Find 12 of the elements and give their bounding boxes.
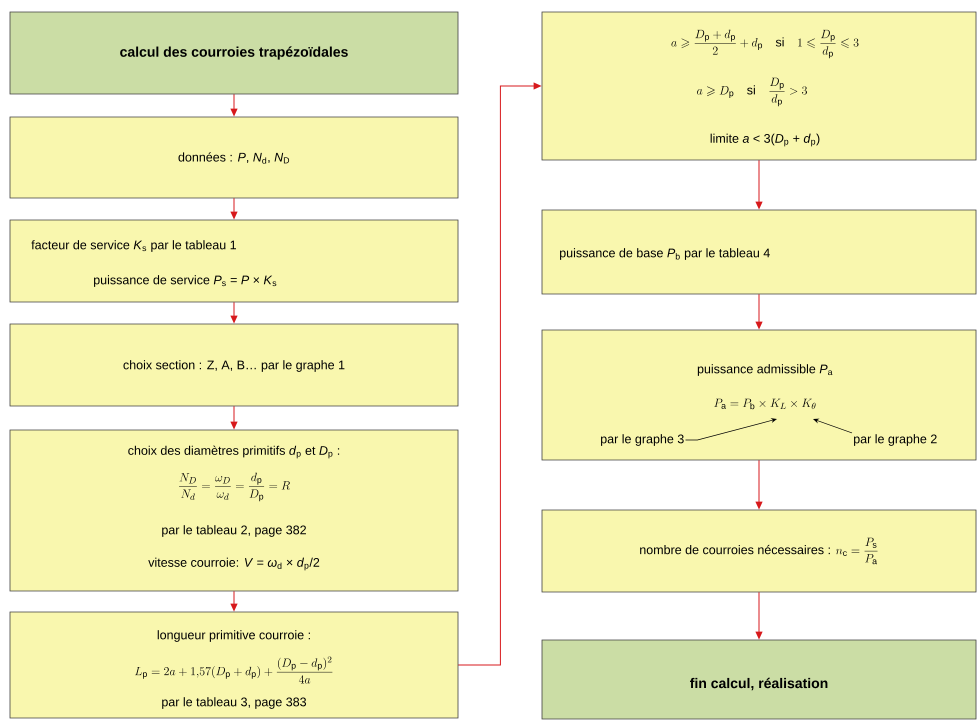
process-box: puissance de base P$_{b}$ par le tableau 4: [542, 210, 976, 294]
process-box: choix des diamètres primitifs d$_{p}$ et D$_{p}$ : $\frac{N_D}{N_d}=\frac{\omega_D}{\omega_d}=\frac{d_\mathrm{p}}{D_\mathrm{p}}=R$ par le tableau 2, page 382 vitesse courroie: V = ω$_{d}$ × d$_{p}$/2: [10, 430, 458, 592]
process-box: $\text{nombre de courroies nécessaires : }n_\mathrm{c}=\frac{P_\mathrm{s}}{P_\mathrm{a}}$: [542, 510, 976, 592]
process-box: facteur de service K$_{s}$ par le tableau 1 puissance de service P$_{s}$ = P × K$_{s}$: [10, 220, 458, 302]
process-box: choix section : Z, A, B… par le graphe 1: [10, 324, 458, 406]
title-box: calcul des courroies trapézoïdales: [10, 12, 458, 94]
process-box: longueur primitive courroie : $L_\mathrm{p}=2a+1{,}57(D_\mathrm{p}+d_\mathrm{p})+\frac{(D_\mathrm{p}-d_\mathrm{p})^2}{4a}$ par le tableau 3, page 383: [10, 612, 458, 718]
process-box: $a\geqslant\frac{D_\mathrm{p}+d_\mathrm{p}}{2}+d_\mathrm{p}\quad\text{si}\quad 1\leqslant\frac{D_\mathrm{p}}{d_\mathrm{p}}\leqslant 3$ $a\geqslant D_\mathrm{p}\quad\text{si}\quad\frac{D_\mathrm{p}}{d_\mathrm{p}}>3$ limite a < 3(D$_{p}$ + d$_{p}$): [542, 12, 976, 160]
note-text: par le graphe 2: [854, 434, 937, 446]
process-box: données : P, N$_{d}$, N$_{D}$: [10, 116, 458, 198]
note-text: par le graphe 3: [601, 434, 684, 446]
title-box: fin calcul, réalisation: [542, 640, 976, 720]
